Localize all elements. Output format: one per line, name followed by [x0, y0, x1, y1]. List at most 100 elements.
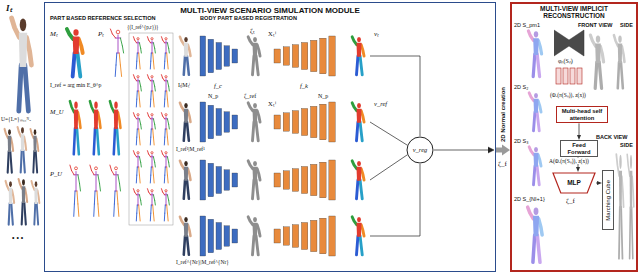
bone	[97, 204, 99, 216]
bone	[72, 170, 75, 174]
pose-skeleton	[147, 151, 155, 183]
bone	[167, 195, 168, 200]
bone	[153, 213, 155, 221]
head	[630, 155, 632, 169]
torso	[19, 33, 27, 67]
merge-line	[370, 56, 420, 136]
torso	[619, 171, 622, 210]
bone	[167, 99, 169, 107]
bone	[161, 75, 162, 78]
bone	[140, 86, 142, 91]
process-box: Feed Forward	[560, 140, 598, 157]
math-label: Pₜ	[98, 30, 104, 38]
pose-skeleton	[147, 113, 155, 145]
bone	[117, 204, 119, 216]
math-label: ζ_ref	[244, 93, 256, 100]
bone	[140, 162, 142, 167]
bone	[99, 183, 101, 191]
panel-title: MULTI-VIEW SCENARIO SIMULATION MODULE	[47, 6, 493, 15]
part-mask	[67, 29, 83, 77]
joint-head	[165, 190, 167, 192]
bone	[139, 119, 140, 124]
limb	[10, 151, 12, 173]
limb	[595, 62, 597, 88]
network-layer	[200, 160, 206, 200]
joint-head	[137, 190, 139, 192]
module-panel: MULTI-VIEW SCENARIO SIMULATION MODULEv_r…	[44, 2, 496, 272]
bone	[120, 65, 121, 77]
bone	[112, 34, 115, 38]
pose-skeleton	[110, 165, 121, 216]
bone	[139, 99, 141, 107]
encoder	[200, 160, 238, 200]
limb	[356, 236, 357, 255]
limb	[528, 207, 534, 219]
bone	[163, 192, 165, 195]
encoder	[200, 102, 238, 142]
torso	[356, 109, 361, 123]
bone	[96, 191, 98, 204]
bone	[115, 65, 117, 77]
limb	[180, 217, 184, 225]
math-label: ζ_f	[566, 197, 575, 205]
limb	[352, 103, 357, 111]
network-layer	[216, 167, 222, 194]
limb	[539, 219, 543, 235]
network-layer	[208, 39, 214, 73]
edge-label: 2D Normal creation	[497, 84, 509, 144]
panel-title: MULTI-VIEW IMPLICIT RECONSTRUCTION	[514, 5, 634, 20]
bone	[133, 113, 134, 116]
limb	[248, 161, 253, 169]
limb	[79, 39, 83, 53]
joint-head	[137, 114, 139, 116]
bone	[163, 154, 165, 157]
bone	[147, 37, 148, 40]
bone	[147, 189, 148, 192]
limb	[529, 93, 534, 101]
network-layer	[292, 225, 298, 248]
bone	[136, 205, 137, 213]
bone	[167, 61, 169, 69]
bone	[153, 43, 154, 48]
bone	[113, 204, 115, 216]
bone	[116, 53, 118, 65]
network-layer	[283, 227, 289, 245]
human-figure	[31, 181, 39, 225]
joint-head	[165, 76, 167, 78]
box-label: MLP	[567, 179, 581, 186]
network-layer	[292, 45, 298, 68]
network-layer	[311, 106, 317, 137]
bone	[119, 53, 120, 65]
bone	[150, 137, 151, 145]
pose-skeleton	[110, 29, 123, 77]
limb	[188, 225, 191, 236]
bone	[153, 81, 154, 86]
limb	[77, 53, 80, 77]
bone	[116, 191, 118, 204]
bone	[168, 162, 170, 167]
bone	[154, 48, 156, 53]
head	[357, 161, 361, 166]
bone	[120, 38, 122, 46]
pose-skeleton	[133, 189, 141, 221]
bone	[140, 124, 142, 129]
bone	[135, 40, 137, 43]
limb	[361, 111, 364, 122]
bone	[94, 191, 96, 204]
limb	[32, 151, 35, 173]
bone	[133, 37, 134, 40]
limb	[533, 235, 535, 262]
bone	[138, 167, 140, 175]
pose-skeleton	[133, 151, 141, 183]
human-figure	[30, 129, 38, 173]
limb	[37, 190, 39, 203]
torso	[252, 43, 257, 57]
bone	[164, 167, 165, 175]
bone	[153, 157, 154, 162]
connector-arrow	[496, 148, 502, 153]
head	[34, 129, 37, 135]
math-label: N_p	[318, 93, 328, 100]
bone	[133, 151, 134, 154]
